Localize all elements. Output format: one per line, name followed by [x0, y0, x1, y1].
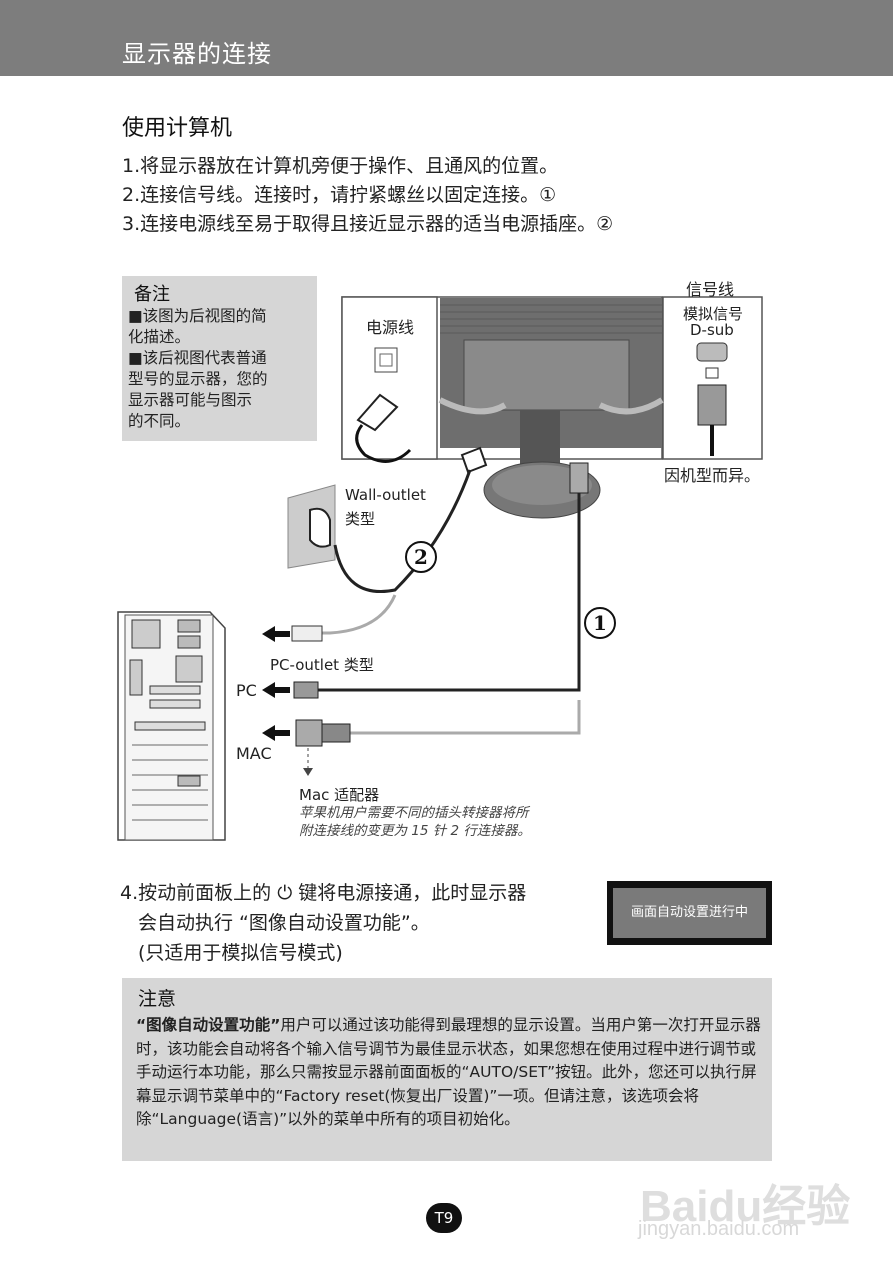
signal-cable-label: 信号线: [686, 280, 735, 299]
note-line: 显示器可能与图示: [128, 391, 253, 409]
mac-adapter-label: Mac 适配器: [299, 786, 380, 804]
step-4-line-2: 会自动执行 “图像自动设置功能”。: [138, 912, 430, 934]
steps-list: 1.将显示器放在计算机旁便于操作、且通风的位置。 2.连接信号线。连接时，请拧紧…: [122, 152, 613, 239]
connection-diagram: 2 1: [117, 296, 763, 841]
wall-outlet-type-label: 类型: [345, 510, 376, 528]
watermark-url: jingyan.baidu.com: [638, 1218, 800, 1240]
step-3: 3.连接电源线至易于取得且接近显示器的适当电源插座。②: [122, 213, 614, 235]
pc-outlet-label: PC-outlet 类型: [270, 656, 374, 674]
watermark-logo: Baidu经验: [640, 1182, 851, 1231]
caution-box: 注意 “图像自动设置功能”用户可以通过该功能得到最理想的显示设置。当用户第一次打…: [122, 978, 772, 1161]
caution-body: “图像自动设置功能”用户可以通过该功能得到最理想的显示设置。当用户第一次打开显示…: [136, 1014, 762, 1132]
pc-label: PC: [236, 681, 257, 700]
step-4-text: 键将电源接通，此时显示器: [298, 882, 527, 904]
osd-message-box: 画面自动设置进行中: [607, 881, 772, 945]
caution-title: 注意: [138, 988, 177, 1010]
osd-message-text: 画面自动设置进行中: [613, 888, 766, 938]
step-2: 2.连接信号线。连接时，请拧紧螺丝以固定连接。①: [122, 184, 557, 206]
marker-1-label: 1: [593, 611, 607, 635]
wall-outlet-illustration: [287, 484, 336, 569]
header-bar: 显示器的连接: [0, 0, 893, 76]
note-line: 化描述。: [128, 328, 191, 346]
pc-tower-illustration: [117, 611, 226, 841]
arrows-and-plugs: [262, 625, 351, 776]
marker-1-circle: [584, 607, 616, 639]
mac-note-line: 附连接线的变更为 15 针 2 行连接器。: [299, 823, 531, 839]
marker-2-label: 2: [414, 545, 428, 569]
model-varies-label: 因机型而异。: [664, 466, 761, 485]
mac-note-line: 苹果机用户需要不同的插头转接器将所: [299, 805, 529, 821]
caution-body-bold: “图像自动设置功能”: [136, 1016, 281, 1034]
section-title: 使用计算机: [122, 116, 233, 141]
note-box: 备注 ■该图为后视图的简 化描述。 ■该后视图代表普通 型号的显示器，您的 显示…: [122, 276, 317, 441]
page-title: 显示器的连接: [122, 40, 272, 68]
wall-outlet-label: Wall-outlet: [345, 486, 426, 504]
power-icon: ⏻: [277, 882, 293, 904]
marker-2-circle: [405, 541, 437, 573]
note-line: 的不同。: [128, 412, 191, 430]
note-line: ■该后视图代表普通: [128, 349, 267, 367]
cables: [300, 469, 581, 735]
mac-label: MAC: [236, 744, 272, 763]
step-4-line-3: (只适用于模拟信号模式): [138, 942, 343, 964]
step-4-text: 4.按动前面板上的: [120, 882, 272, 904]
page-number: T9: [426, 1203, 462, 1233]
step-1: 1.将显示器放在计算机旁便于操作、且通风的位置。: [122, 155, 559, 177]
dsub-label: D-sub: [690, 321, 734, 339]
note-line: 型号的显示器，您的: [128, 370, 268, 388]
caution-body-text: 用户可以通过该功能得到最理想的显示设置。当用户第一次打开显示器时，该功能会自动将…: [136, 1016, 761, 1128]
note-title: 备注: [134, 284, 170, 305]
note-line: ■该图为后视图的简: [128, 307, 267, 325]
monitor-back-illustration: [341, 296, 763, 519]
step-4: 4.按动前面板上的 ⏻ 键将电源接通，此时显示器 会自动执行 “图像自动设置功能…: [120, 878, 526, 968]
analog-signal-label: 模拟信号: [683, 305, 744, 323]
step-4-line-1: 4.按动前面板上的 ⏻ 键将电源接通，此时显示器: [120, 878, 526, 908]
power-cord-label: 电源线: [366, 318, 415, 337]
